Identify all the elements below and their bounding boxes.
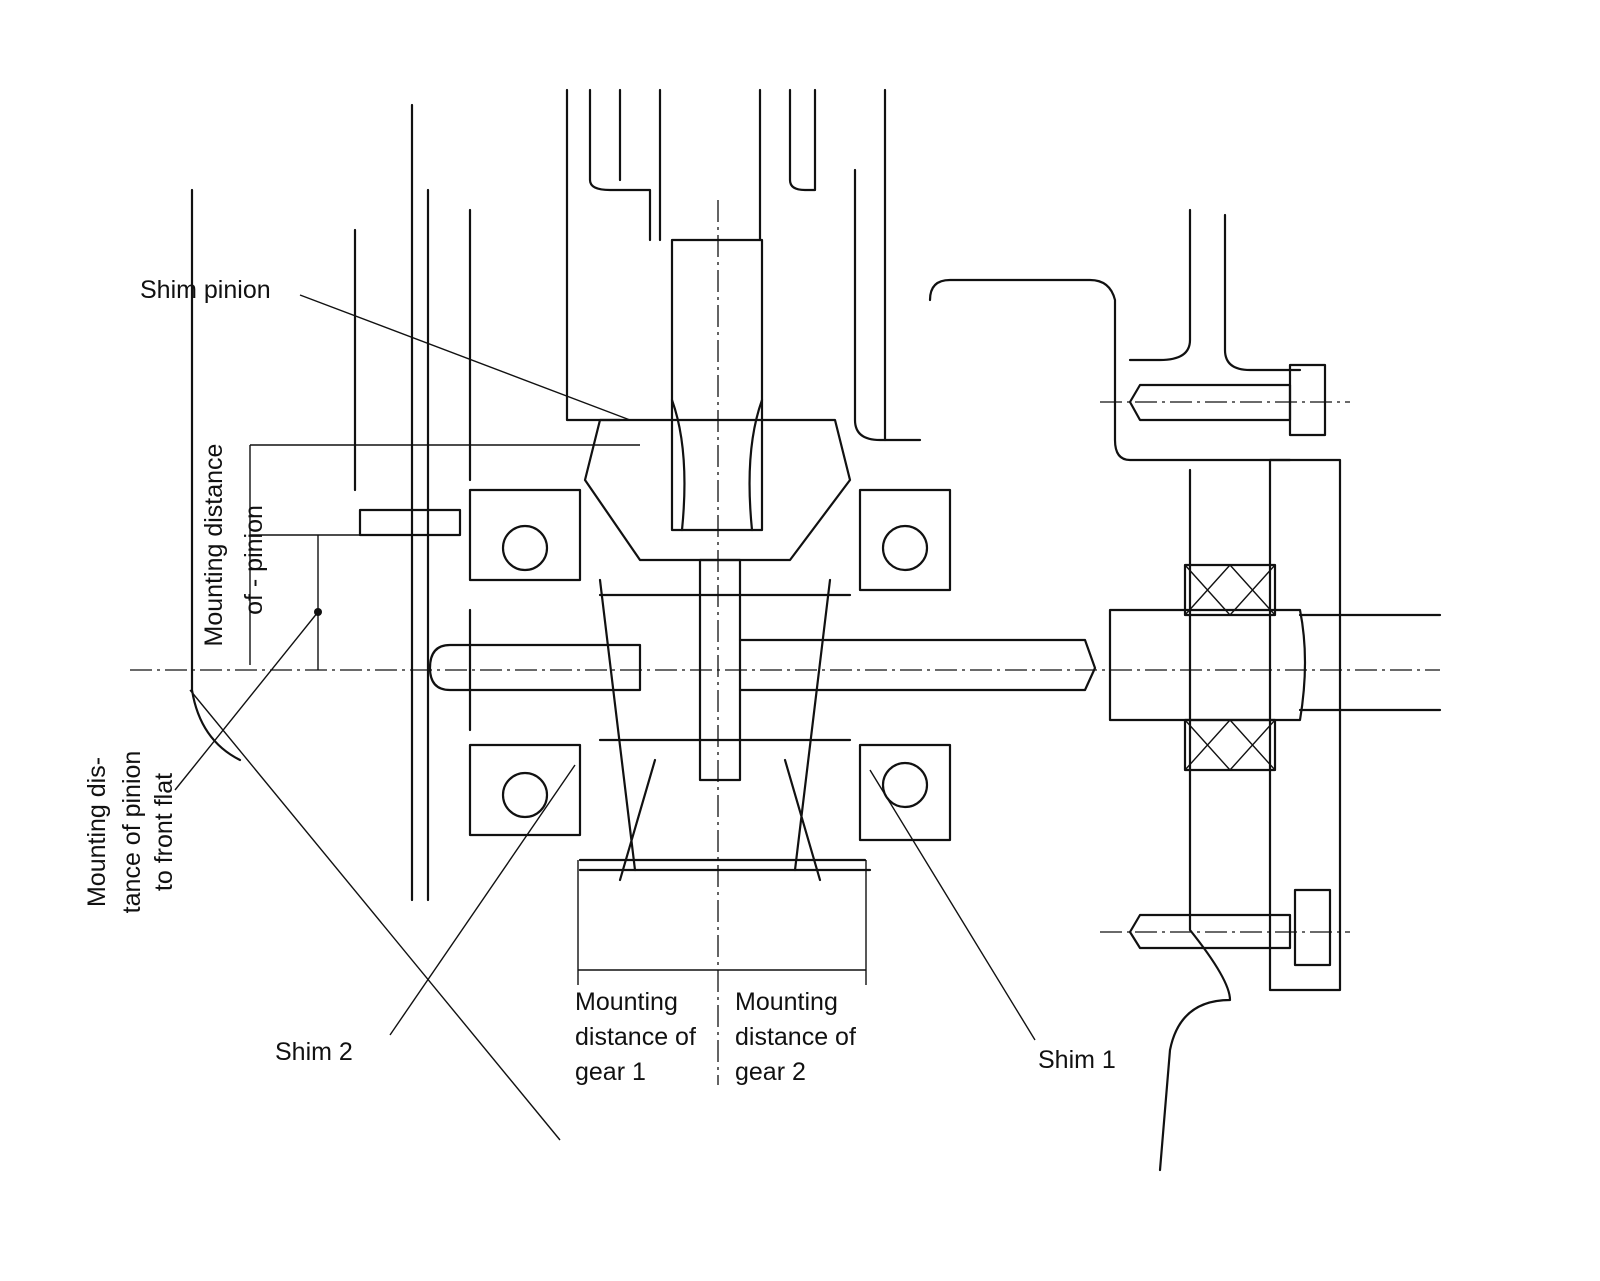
label-front-flat-line3: to front flat: [150, 773, 178, 891]
label-mounting-distance-pinion-line1: Mounting distance: [200, 444, 228, 647]
pinion-shaft: [583, 238, 852, 782]
label-shim-pinion: Shim pinion: [140, 276, 271, 304]
label-gear2-line2: distance of: [735, 1023, 856, 1051]
housing-outline: [190, 88, 1342, 1172]
label-front-flat-line2: tance of pinion: [118, 751, 146, 914]
bearings: [468, 488, 1277, 842]
label-gear2-line3: gear 2: [735, 1058, 806, 1086]
label-gear1-line1: Mounting: [575, 988, 678, 1016]
label-shim-2: Shim 2: [275, 1038, 353, 1066]
label-mounting-distance-pinion-line2: of - pinion: [240, 505, 268, 615]
label-front-flat-line1: Mounting dis-: [83, 757, 111, 907]
label-gear1-line2: distance of: [575, 1023, 696, 1051]
center-lines: [130, 200, 1440, 1085]
bolts: [358, 363, 1332, 967]
label-gear1-line3: gear 1: [575, 1058, 646, 1086]
label-shim-1: Shim 1: [1038, 1046, 1116, 1074]
dimension-lines: [174, 294, 1036, 1141]
label-gear2-line1: Mounting: [735, 988, 838, 1016]
output-shaft: [428, 578, 1442, 882]
